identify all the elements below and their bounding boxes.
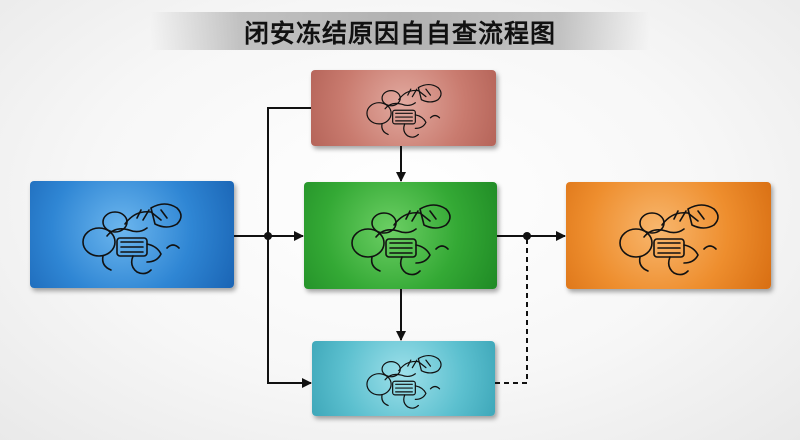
center-node: [304, 182, 497, 289]
connector-split-to-top: [267, 107, 311, 236]
connector-split-to-bottom: [267, 236, 312, 388]
connector-bottom-to-merge-dashed: [495, 236, 528, 384]
split-junction-dot: [264, 232, 272, 240]
source-node: [30, 181, 234, 288]
top-node: [311, 70, 496, 146]
bottom-node: [312, 341, 495, 416]
diagram-title: 闭安冻结原因自自查流程图: [243, 19, 556, 48]
result-node: [566, 182, 771, 289]
merge-junction-dot: [523, 232, 531, 240]
title-band: [150, 12, 650, 50]
